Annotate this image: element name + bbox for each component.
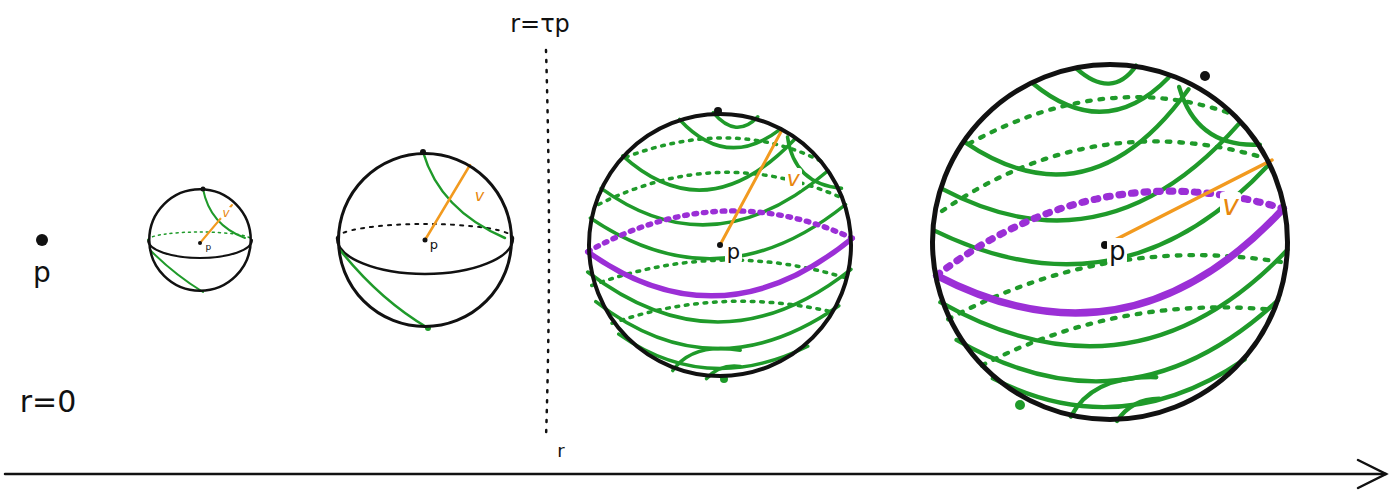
point-label: p (428, 238, 440, 251)
axis-label: r=0 (18, 387, 79, 417)
sphere-outline (337, 152, 513, 328)
sphere-outline (148, 188, 252, 292)
sphere: pv (930, 62, 1290, 422)
sphere-detail (911, 43, 1308, 443)
vector-label: v (220, 207, 231, 219)
sphere: pv (587, 112, 853, 378)
sphere-outline (339, 154, 512, 327)
point-label: p (1107, 238, 1128, 264)
sphere-detail (148, 187, 252, 293)
r-axis (5, 460, 1386, 488)
sphere-outline (933, 65, 1288, 420)
sphere: pv (337, 152, 513, 328)
sphere-outline (589, 114, 851, 376)
axis-label: r (555, 442, 566, 460)
vector-label: v (785, 168, 802, 190)
sphere: pv (148, 188, 252, 292)
threshold-label: r=τp (508, 12, 572, 36)
point-label: p (31, 259, 53, 287)
point-label: p (203, 243, 213, 252)
sphere-detail (588, 107, 853, 383)
point-label: p (725, 242, 742, 263)
point-dot (36, 234, 48, 246)
vector-label: v (1220, 192, 1241, 220)
sphere-outline (149, 189, 251, 291)
vector-label: v (473, 188, 486, 204)
sphere-detail (337, 149, 513, 331)
threshold-line (546, 50, 549, 438)
sphere-outline (587, 112, 853, 378)
